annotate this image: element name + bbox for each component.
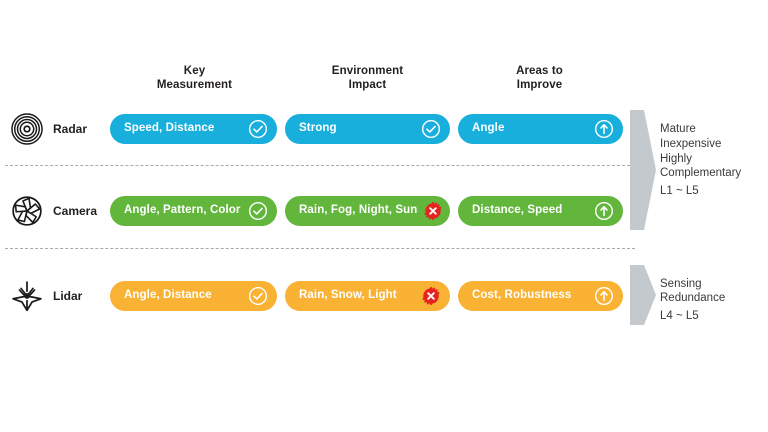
note-line: Sensing — [660, 278, 702, 290]
cell-text: Rain, Snow, Light — [299, 289, 397, 302]
row-separator-1 — [5, 165, 635, 166]
cell-camera-key-measurement[interactable]: Angle, Pattern, Color — [110, 196, 277, 226]
note-line: Mature — [660, 123, 696, 135]
row-label-lidar: Lidar — [8, 277, 82, 315]
row-separator-2 — [5, 248, 635, 249]
column-header-areas-to-improve: Areas to Improve — [467, 64, 612, 92]
cell-text: Distance, Speed — [472, 204, 563, 217]
row-label-camera: Camera — [8, 192, 97, 230]
note-line: Inexpensive — [660, 138, 722, 150]
cell-text: Speed, Distance — [124, 122, 215, 135]
cell-radar-key-measurement[interactable]: Speed, Distance — [110, 114, 277, 144]
note-upper: Mature Inexpensive Highly Complementary … — [660, 122, 741, 199]
column-header-key-measurement: Key Measurement — [122, 64, 267, 92]
grouping-arrow-upper — [630, 110, 656, 230]
column-header-environment-impact: Environment Impact — [295, 64, 440, 92]
lidar-beam-star-icon — [12, 281, 42, 312]
cell-text: Angle, Distance — [124, 289, 212, 302]
cell-radar-areas-to-improve[interactable]: Angle — [458, 114, 623, 144]
note-line: Complementary — [660, 167, 742, 179]
x-burst-icon — [424, 202, 442, 220]
cell-lidar-environment-impact[interactable]: Rain, Snow, Light — [285, 281, 450, 311]
note-lower: Sensing Redundance L4 ~ L5 — [660, 277, 725, 324]
note-line-level: L4 ~ L5 — [660, 310, 699, 322]
cell-lidar-areas-to-improve[interactable]: Cost, Robustness — [458, 281, 623, 311]
check-circle-icon — [248, 286, 268, 306]
column-header-line2: Measurement — [156, 79, 233, 91]
radar-waves-icon — [11, 113, 43, 145]
note-line: Redundance — [660, 292, 726, 304]
up-arrow-circle-icon — [594, 119, 614, 139]
column-header-line1: Environment — [331, 65, 404, 77]
check-circle-icon — [248, 201, 268, 221]
cell-text: Cost, Robustness — [472, 289, 572, 302]
cell-text: Angle — [472, 122, 505, 135]
note-line: Highly — [660, 153, 692, 165]
check-circle-icon — [248, 119, 268, 139]
cell-camera-areas-to-improve[interactable]: Distance, Speed — [458, 196, 623, 226]
row-label-radar: Radar — [8, 110, 87, 148]
column-header-line1: Key — [183, 65, 206, 77]
camera-aperture-icon — [12, 196, 42, 226]
row-label-text: Radar — [53, 122, 88, 136]
up-arrow-circle-icon — [594, 201, 614, 221]
cell-text: Rain, Fog, Night, Sun — [299, 204, 418, 217]
cell-lidar-key-measurement[interactable]: Angle, Distance — [110, 281, 277, 311]
column-header-line2: Impact — [348, 79, 387, 91]
up-arrow-circle-icon — [594, 286, 614, 306]
row-label-text: Camera — [53, 204, 98, 218]
column-header-line2: Improve — [516, 79, 563, 91]
check-circle-icon — [421, 119, 441, 139]
column-header-line1: Areas to — [516, 65, 563, 77]
cell-text: Angle, Pattern, Color — [124, 204, 241, 217]
x-burst-icon — [422, 287, 440, 305]
note-line-level: L1 ~ L5 — [660, 185, 699, 197]
row-label-text: Lidar — [53, 289, 83, 303]
cell-radar-environment-impact[interactable]: Strong — [285, 114, 450, 144]
cell-text: Strong — [299, 122, 337, 135]
grouping-arrow-lower — [630, 265, 656, 325]
cell-camera-environment-impact[interactable]: Rain, Fog, Night, Sun — [285, 196, 450, 226]
